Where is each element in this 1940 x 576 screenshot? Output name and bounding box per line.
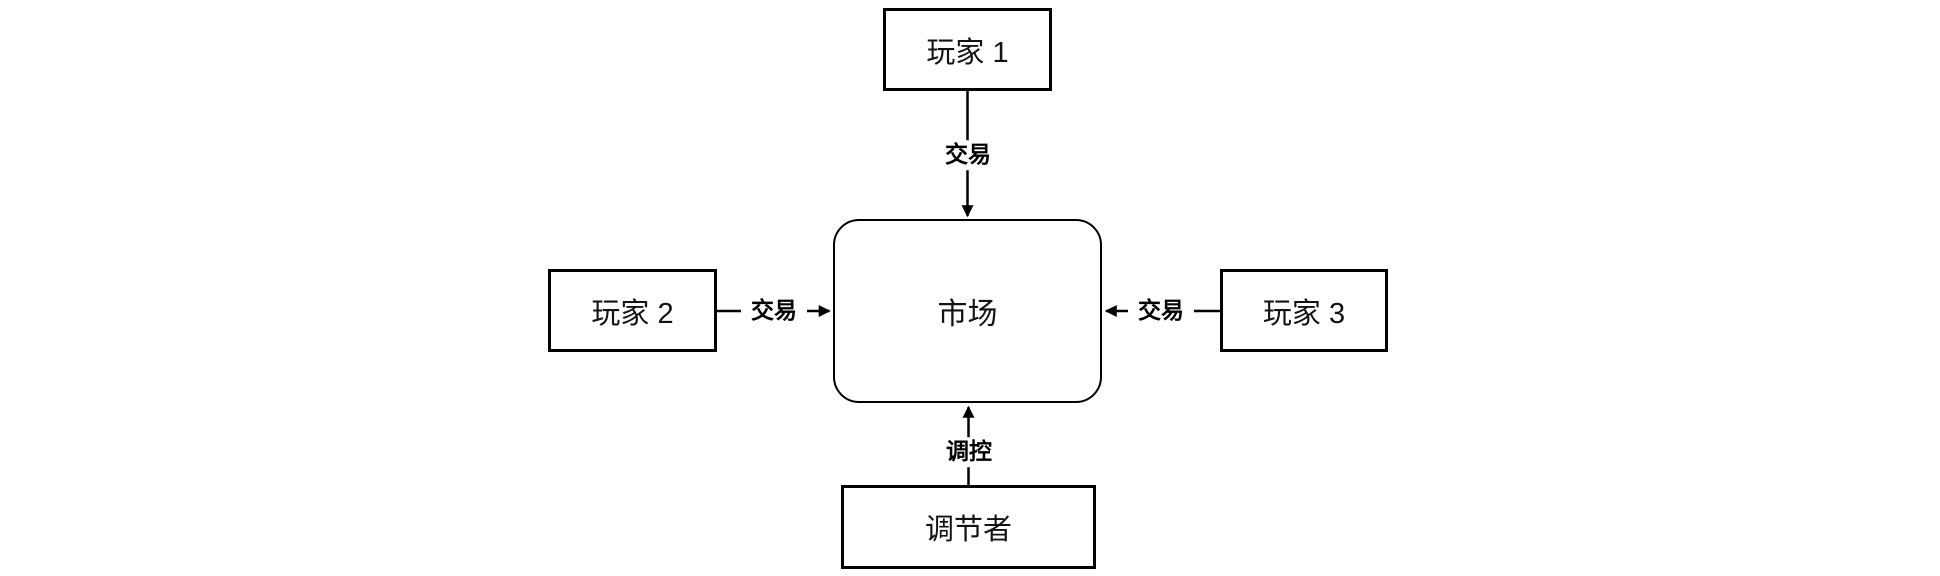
edge-label-player2-market: 交易 [741,296,807,326]
node-player2-label: 玩家 2 [591,297,674,330]
node-player3: 玩家 3 [1220,269,1388,352]
node-market: 市场 [833,219,1102,403]
edge-label-regulator-market: 调控 [936,437,1002,467]
node-player2: 玩家 2 [548,269,717,352]
node-regulator-label: 调节者 [924,514,1012,546]
node-player3-label: 玩家 3 [1262,297,1346,330]
node-regulator: 调节者 [841,485,1096,569]
node-player1-label: 玩家 1 [926,36,1009,69]
edge-label-player3-market: 交易 [1128,296,1194,326]
node-market-label: 市场 [937,298,998,331]
node-player1: 玩家 1 [883,8,1052,91]
edge-label-player1-market: 交易 [935,140,1001,170]
